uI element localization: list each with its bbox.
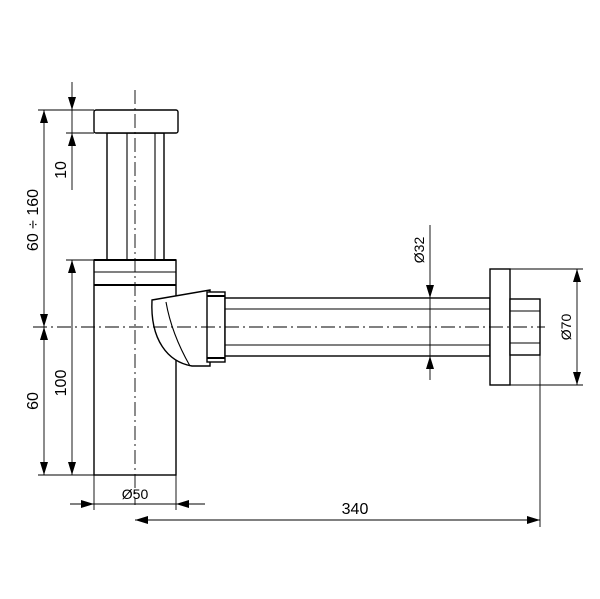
dimension-cap-thickness: 10 [53, 82, 76, 190]
top-cap [93, 109, 179, 134]
dimension-outlet-height-label: 60 [25, 392, 42, 410]
dimension-overall-length-label: 340 [342, 501, 369, 518]
dimension-body-diameter-label: Ø50 [122, 486, 149, 502]
dimension-flange-diameter: Ø70 [510, 268, 583, 386]
dimension-body-height-label: 100 [53, 370, 70, 397]
dimension-cap-thickness-label: 10 [53, 161, 70, 179]
inlet-tube [106, 132, 165, 261]
dimension-outlet-height: 60 [25, 327, 48, 475]
dimension-adjust-range: 60 ÷ 160 [25, 110, 48, 327]
dimension-body-diameter: Ø50 [70, 475, 205, 510]
dimension-pipe-diameter: Ø32 [411, 225, 434, 380]
dimension-pipe-diameter-label: Ø32 [411, 237, 427, 264]
dimension-body-height: 100 [53, 260, 76, 475]
dimension-flange-diameter-label: Ø70 [558, 314, 574, 341]
dimension-adjust-range-label: 60 ÷ 160 [25, 189, 42, 251]
dimension-overall-length: 340 [135, 355, 541, 527]
outlet-elbow [151, 289, 211, 367]
